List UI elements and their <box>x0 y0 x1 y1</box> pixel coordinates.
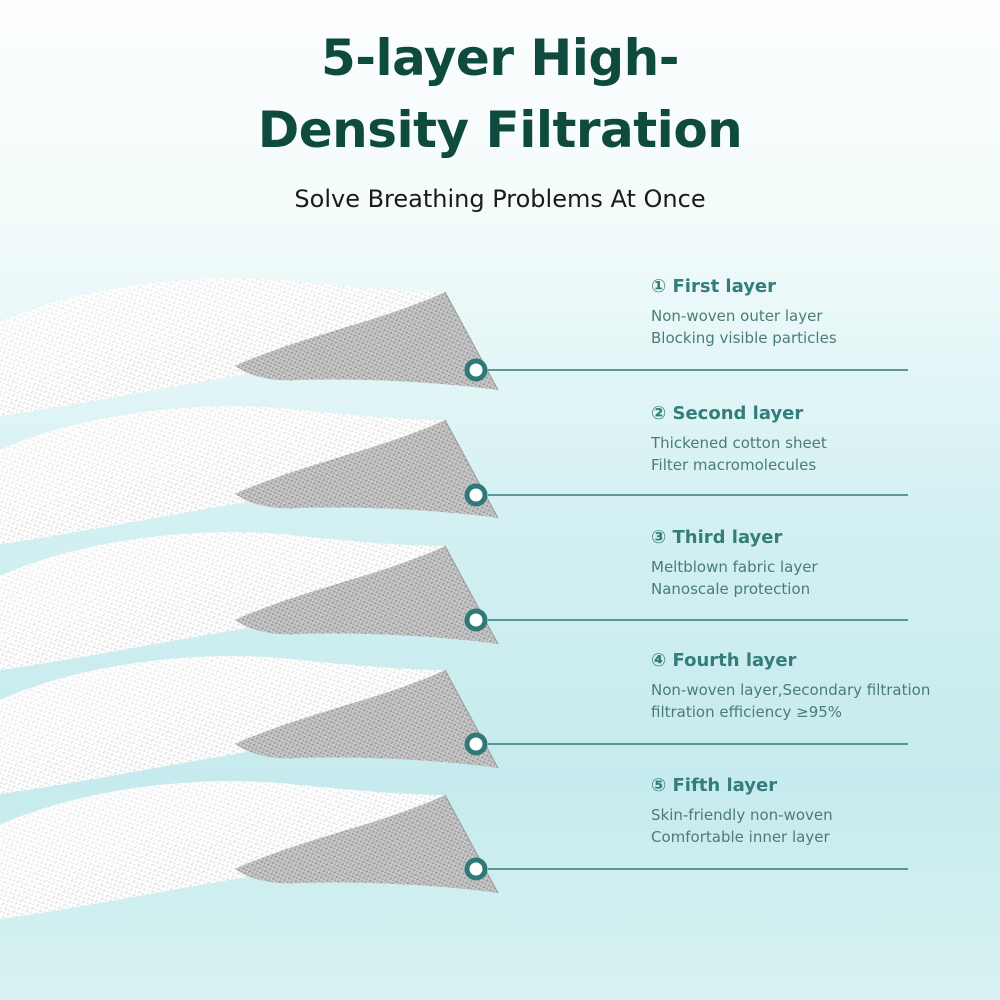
marker-ring-1 <box>464 358 488 382</box>
layer-description-line-1: Skin-friendly non-woven <box>651 806 833 824</box>
marker-ring-5 <box>464 857 488 881</box>
layer-name: ③ Third layer <box>651 527 783 548</box>
layer-name: ① First layer <box>651 276 777 297</box>
layer-description-line-1: Thickened cotton sheet <box>651 434 827 452</box>
layer-description-line-1: Non-woven layer,Secondary filtration <box>651 681 931 699</box>
layer-name: ④ Fourth layer <box>651 650 797 671</box>
fabric-sheet-3 <box>0 531 499 671</box>
layer-name: ② Second layer <box>651 403 804 424</box>
fabric-sheet-4 <box>0 655 499 795</box>
layer-description-line-1: Non-woven outer layer <box>651 307 823 325</box>
layer-description-line-2: Filter macromolecules <box>651 456 817 474</box>
layer-description-line-2: Blocking visible particles <box>651 329 837 347</box>
layer-description-line-2: Nanoscale protection <box>651 580 811 598</box>
marker-ring-2 <box>464 483 488 507</box>
layer-description-line-1: Meltblown fabric layer <box>651 558 818 576</box>
layer-description: Non-woven layer,Secondary filtration filt… <box>651 679 996 723</box>
title-line-2: Density Filtration <box>257 101 743 159</box>
layer-name: ⑤ Fifth layer <box>651 775 778 796</box>
marker-ring-4 <box>464 732 488 756</box>
layer-description-line-2: Comfortable inner layer <box>651 828 830 846</box>
marker-ring-3 <box>464 608 488 632</box>
fabric-sheet-1 <box>0 277 499 417</box>
fabric-sheet-5 <box>0 780 499 920</box>
page-title: 5-layer High- Density Filtration <box>0 22 1000 166</box>
page-subtitle: Solve Breathing Problems At Once <box>294 185 706 213</box>
title-line-1: 5-layer High- <box>320 29 680 87</box>
fabric-sheet-2 <box>0 405 499 545</box>
layer-description-line-2: filtration efficiency ≥95% <box>651 703 843 721</box>
